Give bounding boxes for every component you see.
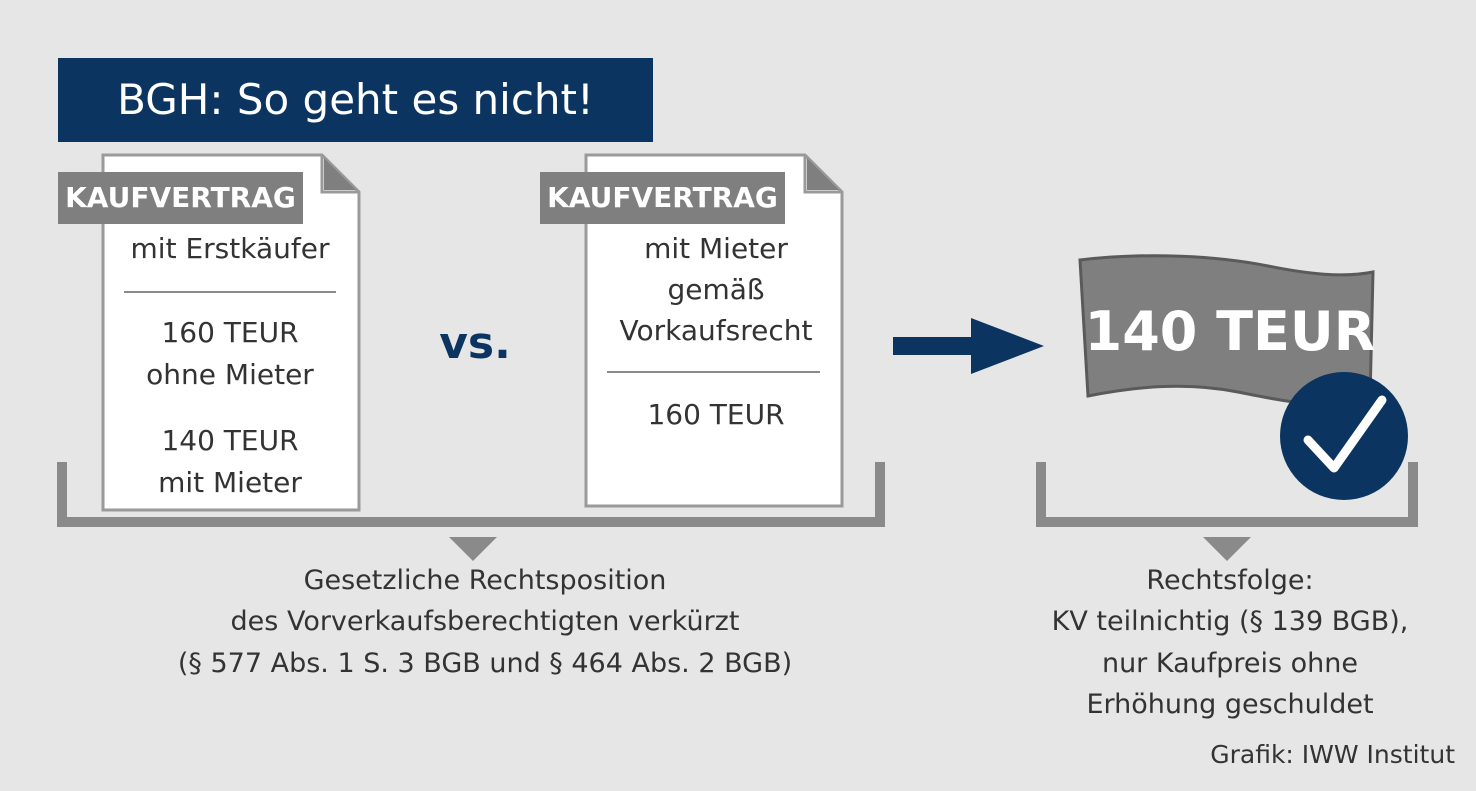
credit-label: Grafik: IWW Institut	[1210, 740, 1455, 769]
left-conclusion-line-2: des Vorverkaufsberechtigten verkürzt	[230, 606, 740, 637]
left-document-subtitle: mit Erstkäufer	[130, 232, 330, 265]
right-document-divider	[607, 371, 820, 373]
left-bracket-icon	[57, 462, 885, 561]
page-fold-icon	[324, 158, 356, 190]
left-document-tag: KAUFVERTRAG	[58, 172, 303, 224]
right-document-tag: KAUFVERTRAG	[540, 172, 785, 224]
left-conclusion-line-1: Gesetzliche Rechtsposition	[303, 565, 667, 596]
checkmark-icon	[1280, 372, 1408, 500]
page-title: BGH: So geht es nicht!	[117, 75, 594, 124]
right-bracket-icon	[1036, 462, 1418, 561]
left-conclusion-line-3: (§ 577 Abs. 1 S. 3 BGB und § 464 Abs. 2 …	[177, 648, 793, 679]
right-conclusion-line-4: Erhöhung geschuldet	[1086, 689, 1374, 720]
left-condition-without-tenant: ohne Mieter	[146, 358, 314, 391]
right-document-icon	[584, 153, 844, 508]
right-document-line-1: mit Mieter	[644, 232, 788, 265]
left-price-without-tenant: 160 TEUR	[161, 316, 299, 349]
page-fold-icon	[807, 158, 839, 190]
left-document-icon	[101, 153, 361, 512]
right-conclusion-line-2: KV teilnichtig (§ 139 BGB),	[1051, 606, 1409, 637]
right-conclusion-line-3: nur Kaufpreis ohne	[1101, 648, 1359, 679]
right-conclusion-line-1: Rechtsfolge:	[1146, 565, 1314, 596]
left-condition-with-tenant: mit Mieter	[158, 466, 302, 499]
right-document-line-2: gemäß	[667, 273, 765, 306]
result-amount: 140 TEUR	[1084, 300, 1376, 363]
versus-label: vs.	[439, 318, 511, 369]
title-banner: BGH: So geht es nicht!	[58, 58, 653, 142]
left-document-divider	[124, 291, 336, 293]
left-price-with-tenant: 140 TEUR	[161, 424, 299, 457]
right-document-price: 160 TEUR	[647, 398, 785, 431]
right-document-line-3: Vorkaufsrecht	[619, 314, 813, 347]
arrow-right-icon	[893, 318, 1044, 374]
